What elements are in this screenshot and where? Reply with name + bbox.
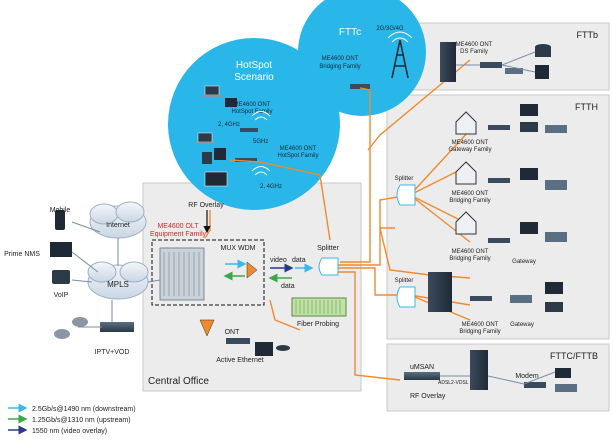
splitter-central-icon xyxy=(318,257,339,276)
fttc-ont-device xyxy=(350,84,370,89)
ont-central-label: ONT xyxy=(225,329,241,336)
active-ethernet-label: Active Ethernet xyxy=(216,357,264,364)
voip-phone-icon xyxy=(52,270,70,284)
ont-central-device xyxy=(226,338,250,344)
modem-device xyxy=(524,382,546,388)
mobile-label: Mobile xyxy=(50,207,71,214)
zone-label-fttc-fttb: FTTC/FTTB xyxy=(550,351,598,361)
ftth-row-bridging-2 xyxy=(455,211,567,243)
bridging1-sublabel: Bridging Family xyxy=(449,198,490,204)
fiber-probing-slots xyxy=(295,300,341,314)
satellite-dish-icon-1 xyxy=(72,317,88,327)
satellite-dish-icon-2 xyxy=(54,329,70,339)
ftth-row-bridging-1 xyxy=(455,161,567,190)
internet-cloud xyxy=(89,201,147,239)
ds-family-sublabel: DS Family xyxy=(460,49,488,55)
zone-label-central-office: Central Office xyxy=(148,376,209,387)
ds-ont-device xyxy=(480,62,502,68)
hotspot-bubble xyxy=(168,38,340,210)
adsl-label: ADSL2-VDSL xyxy=(438,380,469,386)
fttb-row xyxy=(440,42,551,82)
splitter2-label: Splitter xyxy=(395,278,414,284)
band-24ghz-b: 2, 4GHz xyxy=(260,184,282,190)
ftth-row-gateway xyxy=(455,104,567,135)
legend-downstream-label: 2.5Gb/s@1490 nm (downstream) xyxy=(32,406,136,413)
bridging3-sublabel: Bridging Family xyxy=(459,329,500,335)
olt-label: ME4600 OLT xyxy=(157,223,199,230)
ds-family-label: ME4600 ONT xyxy=(456,42,493,48)
fttc-title: FTTc xyxy=(339,27,361,38)
mpls-label: MPLS xyxy=(107,280,129,289)
data-label-1: data xyxy=(292,257,306,264)
bridging2-label: ME4600 ONT xyxy=(452,249,489,255)
gateway-ont-device xyxy=(488,125,510,130)
gateway2-label: Gateway xyxy=(510,322,534,328)
olt-chassis xyxy=(159,247,205,301)
fttc-ont-label: ME4600 ONT xyxy=(322,56,359,62)
hotspot-ont2-label: ME4600 ONT xyxy=(280,146,317,152)
zone-label-ftth: FTTH xyxy=(575,102,598,112)
voip-label: VoIP xyxy=(54,292,69,299)
hotspot-ont2-family: HotSpot Family xyxy=(277,153,318,159)
hotspot-devices xyxy=(195,85,271,187)
mux-amplifier-icon xyxy=(246,261,258,279)
legend-video-label: 1550 nm (video overlay) xyxy=(32,428,107,435)
splitter-central-label: Splitter xyxy=(317,245,339,252)
gateway1-label: Gateway xyxy=(512,259,536,265)
active-ethernet-amp-icon xyxy=(199,319,215,337)
ont-central-monitor xyxy=(255,342,273,356)
prime-nms-monitor-icon xyxy=(50,242,72,257)
fiber-probing-label: Fiber Probing xyxy=(297,321,339,328)
gateway-family-label: ME4600 ONT xyxy=(452,140,489,146)
hotspot-ont1-label: ME4600 ONT xyxy=(234,102,271,108)
ont-central-disk-icon xyxy=(276,345,290,351)
fttc-radio-label: 2G/3G/4G xyxy=(376,26,404,32)
bridging3-label: ME4600 ONT xyxy=(462,322,499,328)
olt-chassis-slots xyxy=(163,252,200,296)
hotspot-title: HotSpot xyxy=(236,60,272,71)
hotspot-ont2-device xyxy=(235,158,257,162)
splitter1-label: Splitter xyxy=(395,176,414,182)
mux-wdm-label: MUX WDM xyxy=(221,245,256,252)
rf-overlay-label: RF Overlay xyxy=(188,202,224,209)
olt-family-label: Equipment Family xyxy=(150,231,207,238)
zone-label-fttb: FTTb xyxy=(577,30,599,40)
legend-upstream-label: 1.25Gb/s@1310 nm (upstream) xyxy=(32,417,131,424)
video-label: video xyxy=(270,257,287,264)
fttc-ont-family: Bridging Family xyxy=(319,64,360,70)
fttc-bubble xyxy=(298,0,426,116)
mux-wdm-box xyxy=(151,239,265,306)
ftth-zone xyxy=(386,94,610,340)
legend xyxy=(8,403,28,435)
umsan-device xyxy=(404,372,440,380)
modem-label: Modem xyxy=(515,373,539,380)
splitter2-icon xyxy=(396,286,416,308)
gateway-family-sublabel: Gateway Family xyxy=(448,147,491,153)
mobile-phone-icon xyxy=(55,210,65,230)
hotspot-ont1-family: HotSpot Family xyxy=(231,109,272,115)
hotspot-title-2: Scenario xyxy=(234,72,274,83)
data-label-2: data xyxy=(281,283,295,290)
splitter1-icon xyxy=(396,184,416,206)
umsan-label: uMSAN xyxy=(410,364,434,371)
band-5ghz: 5GHz xyxy=(253,139,268,145)
prime-nms-label: Prime NMS xyxy=(4,251,40,258)
fttc-row xyxy=(404,350,577,392)
left-links xyxy=(71,221,161,322)
hotspot-ont1-device xyxy=(240,128,258,132)
internet-label: Internet xyxy=(106,222,130,229)
ftth-row-bridging-3 xyxy=(428,272,563,312)
mpls-cloud xyxy=(87,261,149,300)
iptv-server xyxy=(100,322,134,332)
radio-tower-icon xyxy=(350,31,413,89)
band-24ghz-a: 2, 4GHz xyxy=(218,122,240,128)
iptv-label: IPTV+VOD xyxy=(95,349,130,356)
fiber-probing-device xyxy=(291,297,347,317)
bridging2-sublabel: Bridging Family xyxy=(449,256,490,262)
bridging1-label: ME4600 ONT xyxy=(452,191,489,197)
fttc-rf-overlay-label: RF Overlay xyxy=(410,393,446,400)
